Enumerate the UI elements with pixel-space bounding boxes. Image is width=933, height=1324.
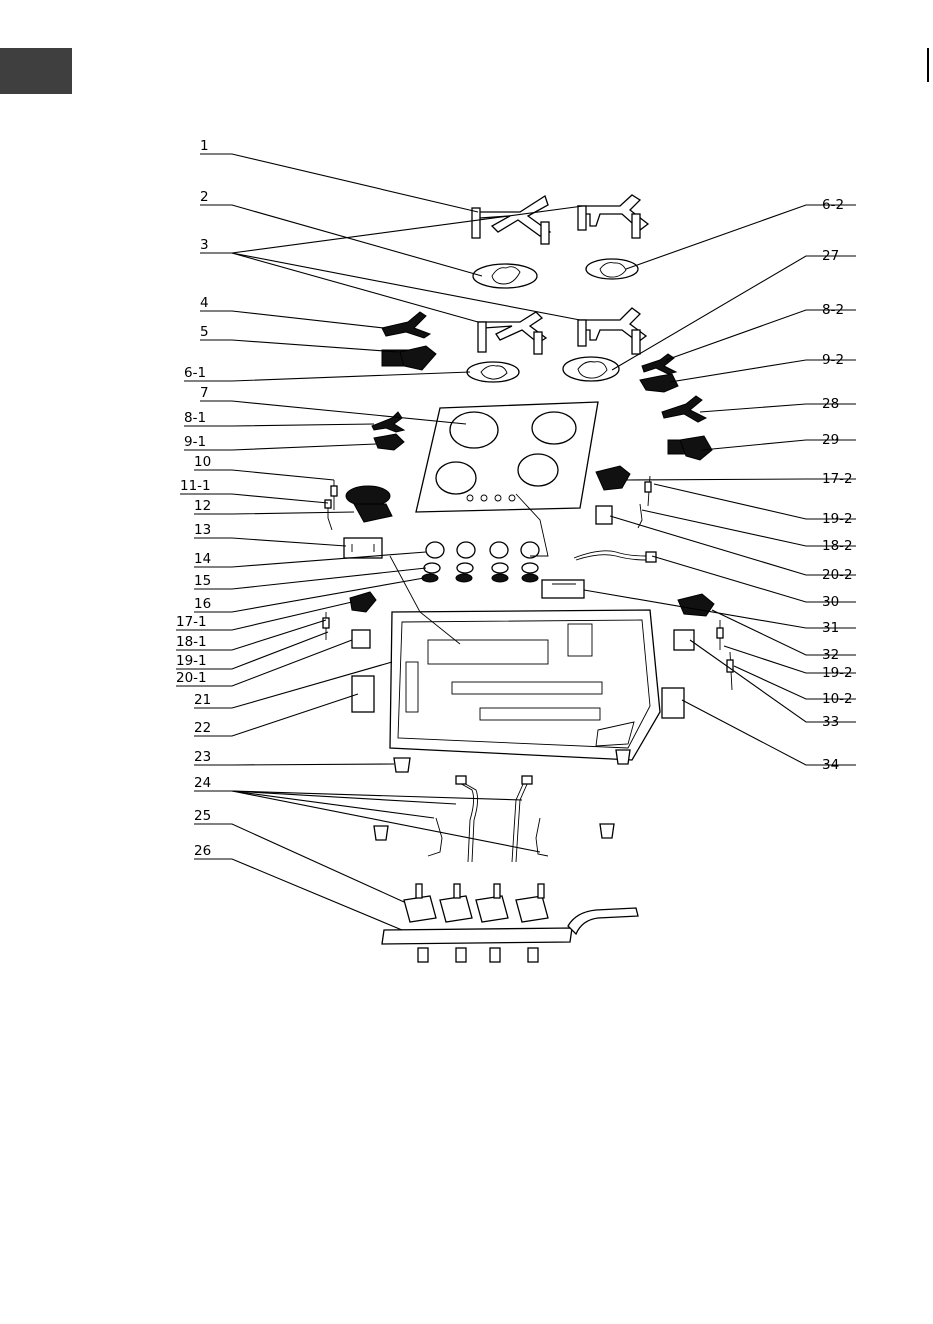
label-7: 7: [200, 385, 209, 401]
label-30: 30: [822, 594, 839, 610]
label-8-1: 8-1: [184, 410, 206, 426]
burner-cap-2: [473, 264, 537, 288]
side-bracket-22: [352, 676, 374, 712]
label-13: 13: [194, 522, 211, 538]
junction-box-20-2: [596, 506, 612, 524]
electrode-18-1: [323, 612, 329, 640]
pan-support-top-left: [472, 196, 550, 244]
burner-cap-27: [563, 357, 619, 381]
label-15: 15: [194, 573, 211, 589]
burner-cap-6-2: [586, 259, 638, 279]
label-23: 23: [194, 749, 211, 765]
knob-bezels-15: [424, 563, 538, 573]
label-1: 1: [200, 138, 209, 154]
wok-ring-28: [662, 396, 706, 422]
thermocouple-10: [331, 480, 337, 510]
label-17-1: 17-1: [176, 614, 207, 630]
label-18-2: 18-2: [822, 538, 853, 554]
electrode-19-2-lower: [717, 620, 723, 650]
label-28: 28: [822, 396, 839, 412]
pan-support-top-right: [578, 195, 648, 238]
ignition-electrode-11-1: [325, 500, 332, 530]
label-19-2-lower: 19-2: [822, 665, 853, 681]
gas-pipes-24: [428, 776, 548, 862]
label-10: 10: [194, 454, 211, 470]
label-16: 16: [194, 596, 211, 612]
label-22: 22: [194, 720, 211, 736]
label-14: 14: [194, 551, 211, 567]
label-19-1: 19-1: [176, 653, 207, 669]
burner-9-1: [374, 434, 404, 450]
base-tray-21: [390, 610, 660, 760]
label-34: 34: [822, 757, 839, 773]
junction-box-20-1: [352, 630, 370, 648]
ignition-module-31: [542, 580, 584, 598]
label-6-1: 6-1: [184, 365, 206, 381]
side-bracket-34: [662, 688, 684, 718]
burner-17-1: [350, 592, 376, 612]
pan-support-mid-left: [478, 312, 546, 354]
label-24: 24: [194, 775, 211, 791]
label-17-2: 17-2: [822, 471, 853, 487]
label-26: 26: [194, 843, 211, 859]
control-knobs-14: [426, 542, 539, 558]
label-20-1: 20-1: [176, 670, 207, 686]
label-20-2: 20-2: [822, 567, 853, 583]
label-4: 4: [200, 295, 209, 311]
junction-box-33: [674, 630, 694, 650]
label-21: 21: [194, 692, 211, 708]
bracket-13: [344, 538, 382, 558]
gas-valves-25: [404, 884, 548, 922]
label-9-1: 9-1: [184, 434, 206, 450]
thermocouple-10-2: [727, 652, 733, 690]
label-27: 27: [822, 248, 839, 264]
burner-17-2: [596, 466, 630, 490]
label-9-2: 9-2: [822, 352, 844, 368]
label-18-1: 18-1: [176, 634, 207, 650]
label-10-2: 10-2: [822, 691, 853, 707]
thermocouple-19-2: [645, 476, 651, 506]
burner-12: [346, 486, 392, 522]
burner-32: [678, 594, 714, 616]
label-31: 31: [822, 620, 839, 636]
pan-support-mid-right: [578, 308, 646, 354]
burner-cap-6-1: [467, 362, 519, 382]
label-2: 2: [200, 189, 209, 205]
label-32: 32: [822, 647, 839, 663]
label-29: 29: [822, 432, 839, 448]
label-33: 33: [822, 714, 839, 730]
label-6-2: 6-2: [822, 197, 844, 213]
label-8-2: 8-2: [822, 302, 844, 318]
label-3: 3: [200, 237, 209, 253]
wok-ring-4: [382, 312, 430, 338]
label-12: 12: [194, 498, 211, 514]
label-19-2: 19-2: [822, 511, 853, 527]
burner-5: [382, 346, 436, 370]
labels-right: 6-2 27 8-2 9-2 28 29 17-2 19-2 18-2 20-2…: [822, 197, 853, 773]
hob-top-plate-7: [416, 402, 598, 512]
burner-9-2: [640, 374, 678, 392]
burner-8-2: [642, 354, 676, 374]
label-11-1: 11-1: [180, 478, 211, 494]
burner-29: [668, 436, 712, 460]
power-cord-30: [574, 551, 656, 562]
labels-left: 1 2 3 4 5 6-1 7 8-1 9-1 10 11-1 12 13 14…: [176, 138, 211, 859]
knob-rings-16: [422, 574, 538, 582]
label-25: 25: [194, 808, 211, 824]
label-5: 5: [200, 324, 209, 340]
